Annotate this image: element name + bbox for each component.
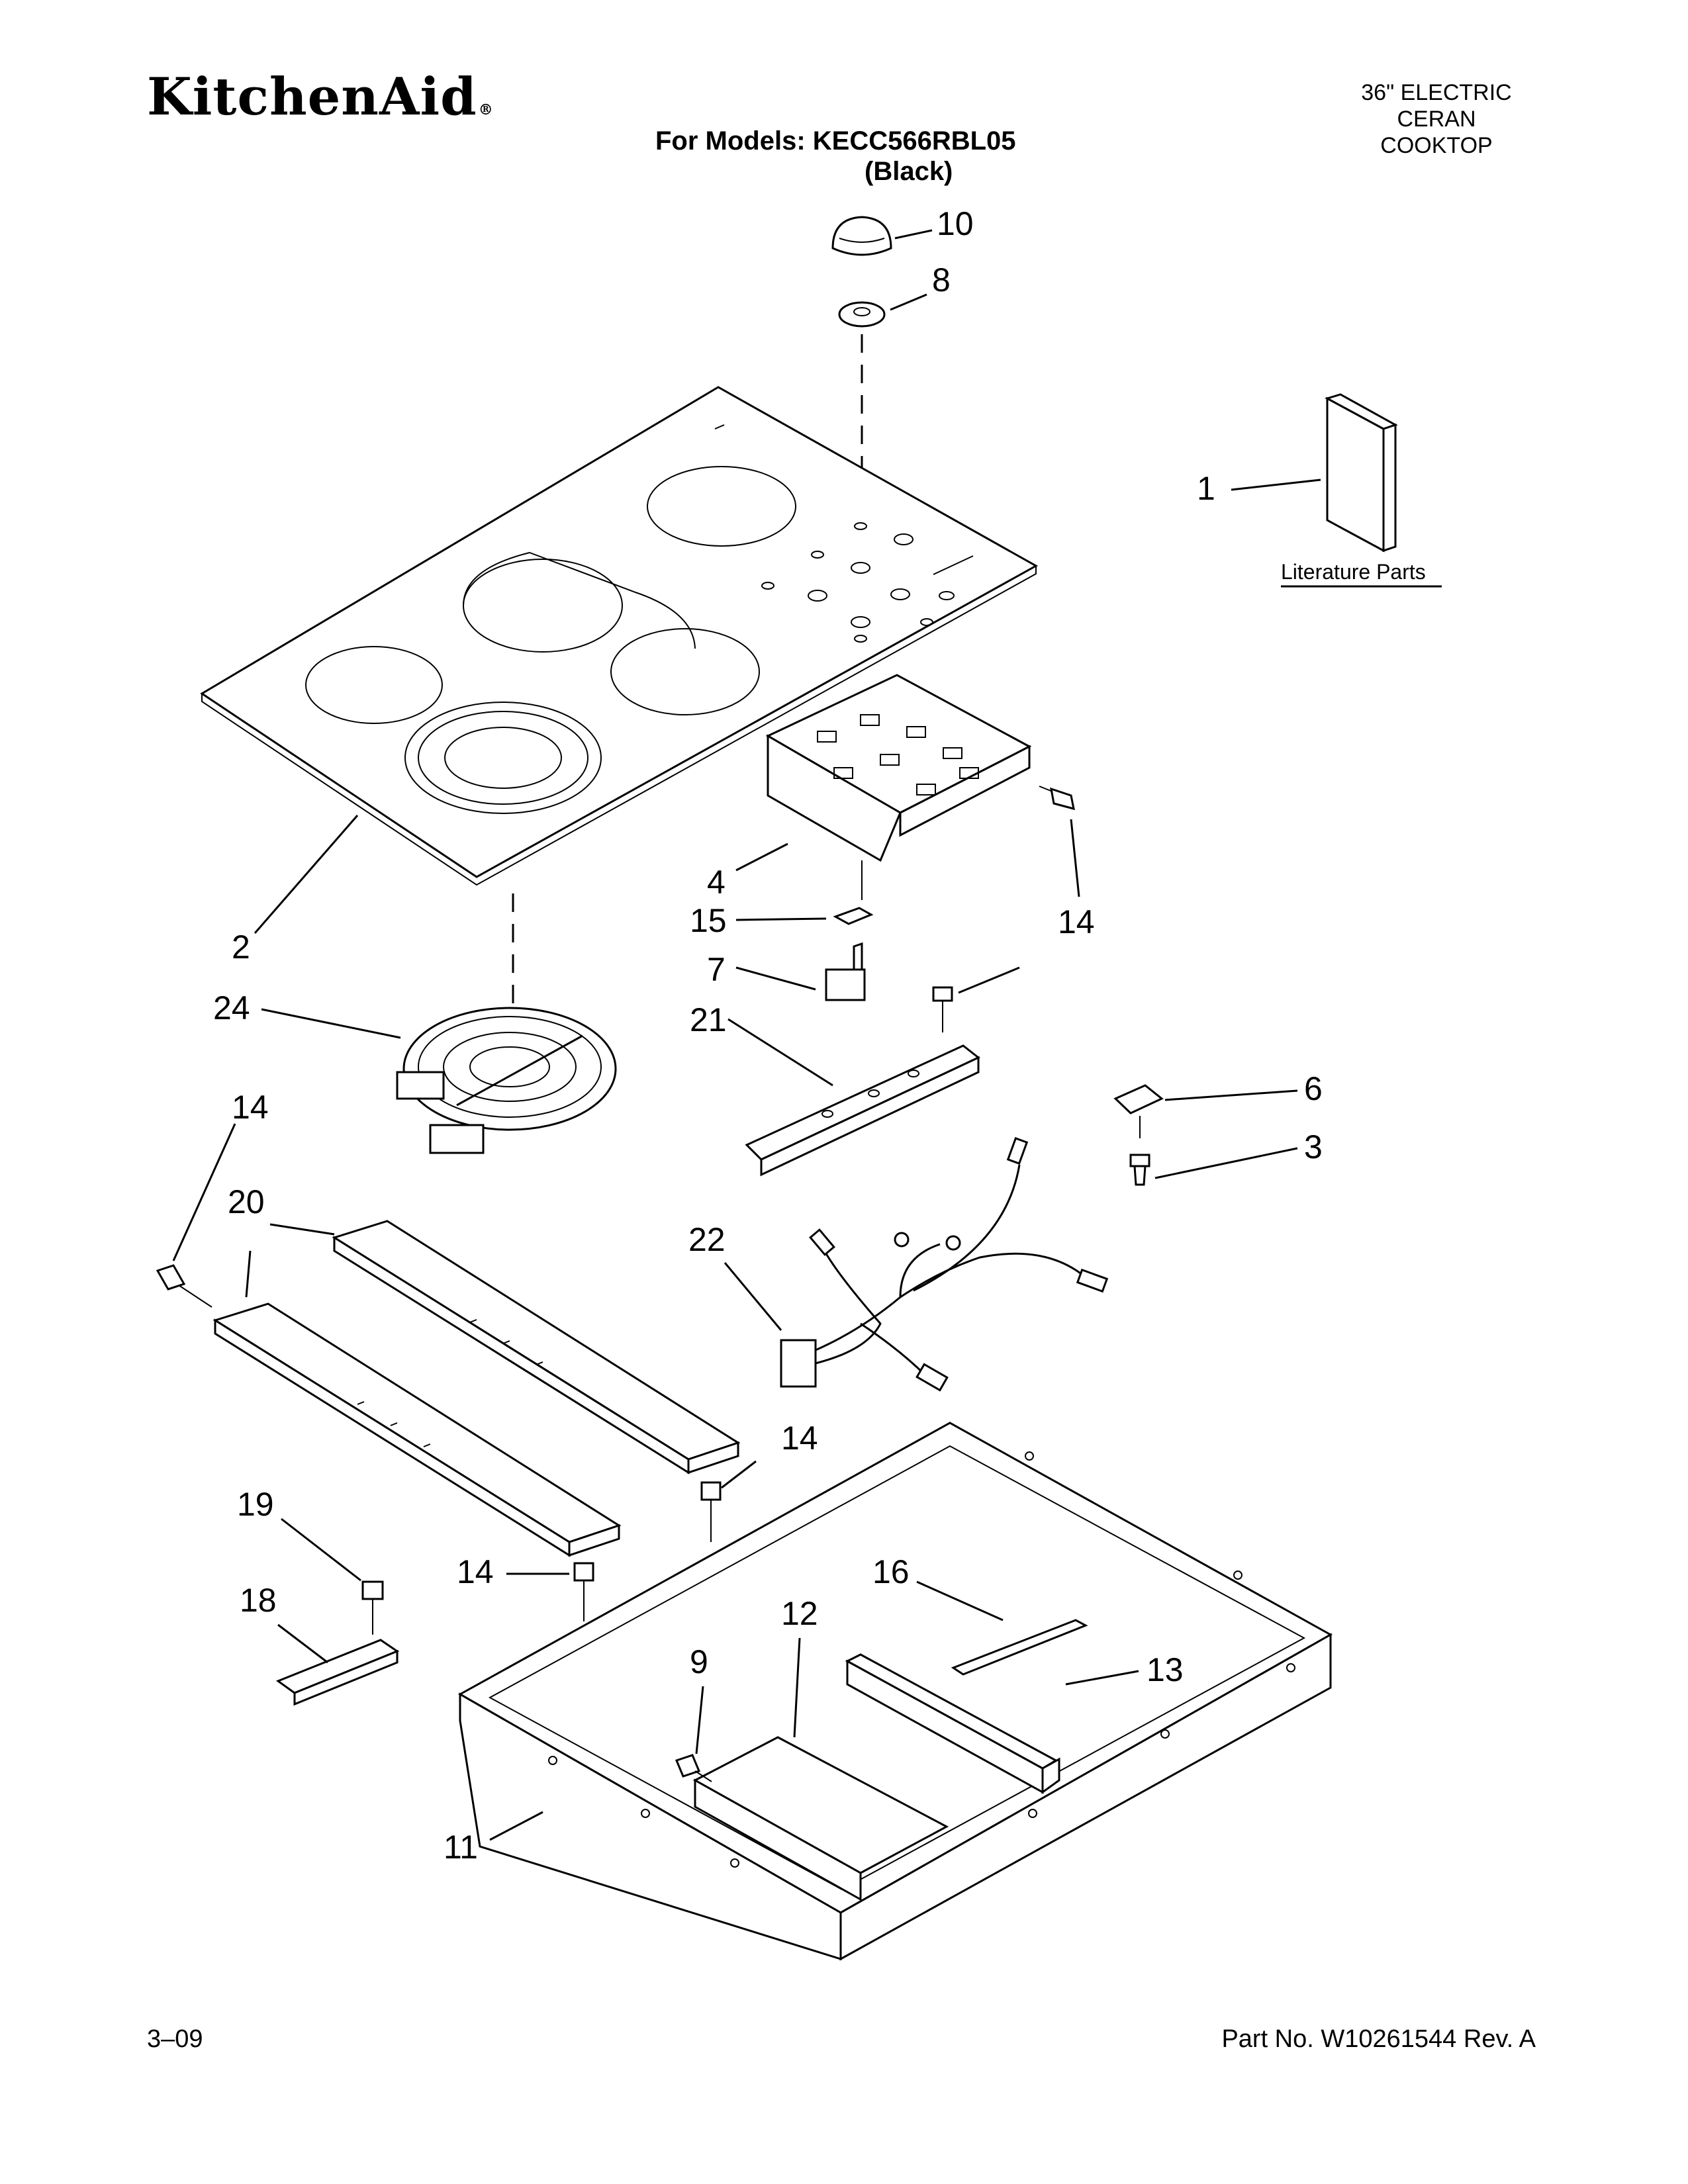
product-title: 36" ELECTRIC CERAN COOKTOP bbox=[1350, 79, 1523, 159]
callout-14-e: 14 bbox=[457, 1553, 494, 1590]
shield-screw-part bbox=[675, 1754, 712, 1782]
mounting-bracket-part bbox=[745, 1044, 980, 1177]
switch-part bbox=[825, 942, 866, 1001]
small-bracket-part bbox=[275, 1639, 400, 1706]
clip-part bbox=[1113, 1084, 1164, 1115]
leader-7 bbox=[735, 966, 816, 991]
callout-19: 19 bbox=[237, 1486, 274, 1523]
leader-20-a bbox=[269, 1223, 335, 1236]
leader-14-c bbox=[172, 1123, 236, 1261]
callout-1: 1 bbox=[1197, 470, 1215, 507]
clip-screw-part bbox=[1129, 1154, 1150, 1186]
frame-screw-part-b bbox=[573, 1562, 594, 1621]
product-line-1: 36" ELECTRIC bbox=[1361, 80, 1512, 105]
screw-part-b bbox=[932, 986, 953, 1032]
callout-7: 7 bbox=[707, 951, 726, 988]
callout-14-c: 14 bbox=[232, 1089, 269, 1126]
leader-10 bbox=[894, 229, 933, 240]
product-line-3: COOKTOP bbox=[1380, 133, 1493, 158]
leader-3 bbox=[1154, 1147, 1298, 1179]
callout-16: 16 bbox=[872, 1553, 910, 1590]
model-heading: For Models: KECC566RBL05 (Black) bbox=[655, 126, 1016, 187]
callout-22: 22 bbox=[688, 1221, 726, 1258]
callout-18: 18 bbox=[240, 1582, 277, 1619]
callout-21: 21 bbox=[690, 1001, 727, 1038]
leader-1 bbox=[1231, 478, 1321, 491]
brand-name: KitchenAid bbox=[147, 67, 477, 127]
leader-18 bbox=[277, 1623, 328, 1664]
screw-part bbox=[1039, 786, 1075, 811]
control-box-part bbox=[765, 674, 1032, 862]
leader-2 bbox=[254, 815, 359, 934]
leader-4 bbox=[735, 842, 788, 872]
side-rails-part bbox=[212, 1220, 741, 1557]
callout-13: 13 bbox=[1147, 1651, 1184, 1688]
leader-6 bbox=[1164, 1089, 1298, 1101]
leader-14-b bbox=[958, 966, 1020, 994]
literature-parts-label: Literature Parts bbox=[1281, 560, 1426, 584]
channel-part bbox=[845, 1653, 1060, 1794]
leader-8 bbox=[890, 293, 927, 311]
leader-15 bbox=[735, 917, 827, 921]
callout-4: 4 bbox=[707, 864, 726, 901]
glass-cooktop-part bbox=[200, 386, 1039, 886]
leader-20-b bbox=[245, 1250, 252, 1298]
leader-16 bbox=[916, 1580, 1004, 1621]
product-line-2: CERAN bbox=[1397, 107, 1476, 132]
callout-6: 6 bbox=[1304, 1070, 1323, 1107]
callout-24: 24 bbox=[213, 989, 250, 1026]
revision-date: 3–09 bbox=[147, 2025, 203, 2053]
tape-strip-part bbox=[951, 1619, 1088, 1676]
knob-ring-part bbox=[838, 301, 886, 328]
models-line: For Models: KECC566RBL05 bbox=[655, 126, 1016, 156]
leader-9 bbox=[695, 1686, 704, 1754]
leader-14-a bbox=[1070, 819, 1080, 897]
leader-19 bbox=[281, 1518, 361, 1582]
callout-14-a: 14 bbox=[1058, 903, 1095, 940]
callout-12: 12 bbox=[781, 1595, 818, 1632]
part-number: Part No. W10261544 Rev. A bbox=[1221, 2025, 1536, 2053]
wire-harness-part bbox=[780, 1137, 1109, 1392]
leader-11 bbox=[489, 1811, 543, 1841]
callout-10: 10 bbox=[937, 205, 974, 242]
registered-mark: ® bbox=[478, 101, 494, 118]
leader-24 bbox=[261, 1008, 401, 1039]
leader-13 bbox=[1065, 1670, 1139, 1686]
brand-logo: KitchenAid® bbox=[147, 71, 494, 123]
frame-screw-part-a bbox=[700, 1481, 722, 1542]
heat-shield-part bbox=[692, 1736, 949, 1901]
callout-20: 20 bbox=[228, 1183, 265, 1220]
knob-part bbox=[831, 216, 892, 256]
callout-9: 9 bbox=[690, 1643, 708, 1680]
leader-14-d bbox=[721, 1460, 757, 1489]
callout-3: 3 bbox=[1304, 1128, 1323, 1165]
base-pan-part bbox=[457, 1422, 1333, 1961]
callout-14-d: 14 bbox=[781, 1420, 818, 1457]
callout-2: 2 bbox=[232, 929, 250, 966]
callout-8: 8 bbox=[932, 261, 951, 298]
bracket-screw-part bbox=[361, 1580, 384, 1635]
gasket-part bbox=[833, 907, 874, 925]
rail-screw-part bbox=[156, 1264, 212, 1308]
leader-22 bbox=[724, 1262, 782, 1331]
callout-15: 15 bbox=[690, 902, 727, 939]
literature-part bbox=[1325, 393, 1398, 553]
model-variant: (Black) bbox=[865, 157, 953, 186]
radiant-element-part bbox=[396, 1007, 617, 1154]
callout-11: 11 bbox=[444, 1829, 478, 1866]
leader-12 bbox=[793, 1637, 801, 1738]
leader-21 bbox=[727, 1018, 833, 1087]
